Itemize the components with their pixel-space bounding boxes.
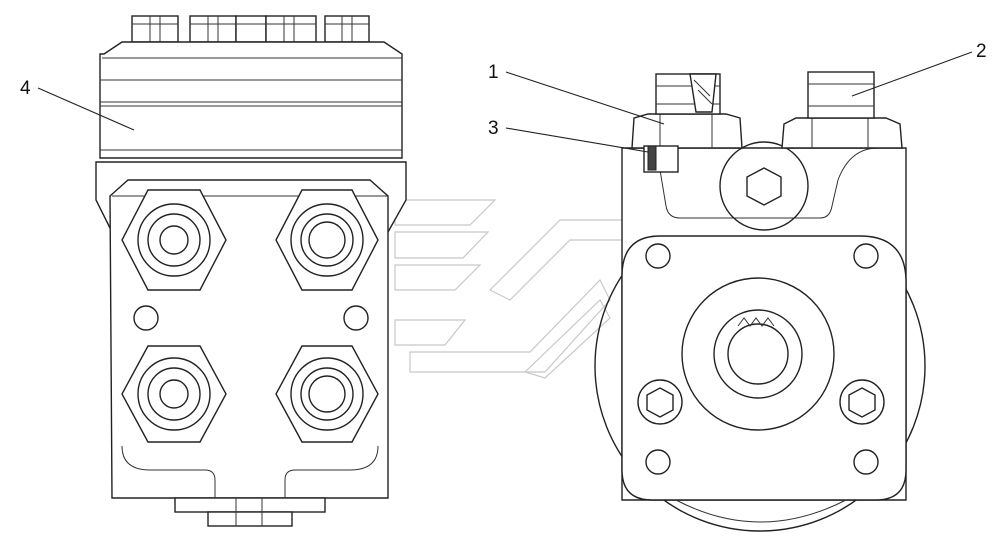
left-valve-body-view bbox=[95, 15, 407, 527]
port-fitting-top-right bbox=[275, 189, 379, 291]
top-plug-group bbox=[131, 15, 370, 43]
mount-hole-left bbox=[133, 305, 159, 331]
callout-2: 2 bbox=[851, 41, 987, 97]
port-fitting-bottom-left bbox=[121, 345, 227, 443]
svg-text:4: 4 bbox=[20, 78, 31, 99]
hex-bolt-left bbox=[637, 379, 683, 425]
right-valve-end-view bbox=[594, 71, 926, 532]
callout-4: 4 bbox=[20, 78, 135, 131]
svg-text:3: 3 bbox=[488, 118, 499, 139]
shaft-flange bbox=[681, 277, 835, 431]
port-fitting-bottom-right bbox=[275, 345, 379, 443]
svg-text:1: 1 bbox=[488, 62, 499, 83]
port-fitting-top-left bbox=[121, 189, 227, 291]
callout-3: 3 bbox=[488, 118, 649, 153]
svg-text:2: 2 bbox=[976, 41, 987, 62]
hex-bolt-right bbox=[839, 379, 885, 425]
fitting-item-2 bbox=[781, 71, 903, 149]
callout-1: 1 bbox=[488, 62, 665, 125]
hex-socket-top bbox=[746, 167, 782, 206]
mount-hole-right bbox=[343, 305, 369, 331]
watermark-logo bbox=[394, 199, 651, 379]
